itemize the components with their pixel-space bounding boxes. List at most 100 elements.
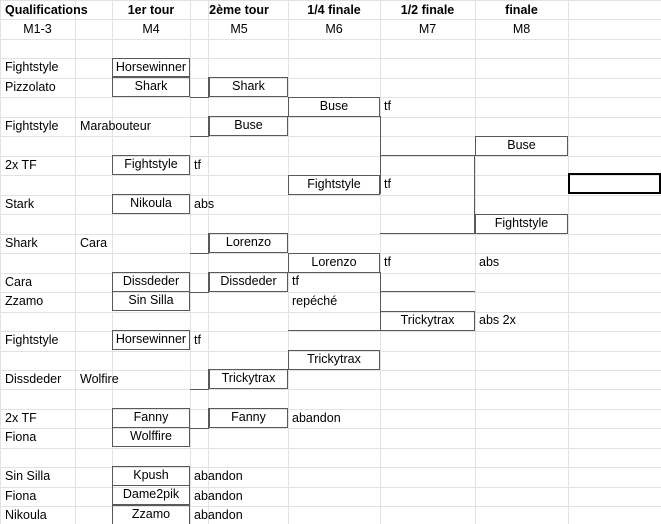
- qualification-entry-14[interactable]: Fiona: [5, 489, 37, 503]
- annotation-tf-5[interactable]: tf: [384, 255, 391, 269]
- qualification-entry-7[interactable]: Cara: [5, 275, 33, 289]
- grid-column-line: [475, 0, 476, 524]
- annotation-abandon-12[interactable]: abandon: [194, 469, 243, 483]
- grid-column-line: [75, 0, 76, 524]
- grid-row-line: [0, 156, 661, 157]
- grid-row-line: [0, 0, 661, 1]
- annotation-tf-7[interactable]: tf: [292, 274, 299, 288]
- final-competitor-1[interactable]: Buse: [475, 136, 568, 156]
- qualification-entry-5[interactable]: Stark: [5, 197, 35, 211]
- qualification-alt-entry-1[interactable]: Marabouteur: [80, 119, 151, 133]
- grid-row-line: [0, 312, 661, 313]
- grid-row-line: [0, 117, 661, 118]
- round-header-2[interactable]: 1er tour: [127, 3, 175, 17]
- qualification-entry-8[interactable]: Zzamo: [5, 294, 44, 308]
- quarter-competitor-4[interactable]: Trickytrax: [288, 350, 380, 370]
- semi-competitor-1[interactable]: Trickytrax: [380, 311, 475, 331]
- grid-column-line: [568, 0, 569, 524]
- qualification-entry-10[interactable]: Dissdeder: [5, 372, 62, 386]
- grid-row-line: [0, 136, 661, 137]
- qualification-entry-2[interactable]: Pizzolato: [5, 80, 56, 94]
- qualification-entry-3[interactable]: Fightstyle: [5, 119, 59, 133]
- connector-vertical-3: [208, 233, 210, 253]
- match-label-m5[interactable]: M5: [230, 22, 248, 36]
- round-header-1[interactable]: Qualifications: [5, 3, 88, 17]
- tour1-competitor-7[interactable]: Horsewinner: [112, 330, 190, 350]
- connector-vertical-14: [474, 155, 476, 233]
- tour2-competitor-3[interactable]: Lorenzo: [209, 233, 288, 253]
- annotation-tf-1[interactable]: tf: [384, 99, 391, 113]
- round-header-6[interactable]: finale: [505, 3, 538, 17]
- grid-row-line: [0, 234, 661, 235]
- qualification-entry-12[interactable]: Fiona: [5, 430, 37, 444]
- round-header-5[interactable]: 1/2 finale: [400, 3, 455, 17]
- quarter-competitor-2[interactable]: Fightstyle: [288, 175, 380, 195]
- qualification-entry-9[interactable]: Fightstyle: [5, 333, 59, 347]
- tour1-competitor-8[interactable]: Fanny: [112, 408, 190, 428]
- connector-horizontal-10: [288, 330, 380, 332]
- grid-column-line: [0, 0, 1, 524]
- tour1-competitor-4[interactable]: Nikoula: [112, 194, 190, 214]
- tour2-competitor-6[interactable]: Fanny: [209, 408, 288, 428]
- annotation-repéché-8[interactable]: repéché: [292, 294, 338, 308]
- match-label-m4[interactable]: M4: [142, 22, 160, 36]
- tour2-competitor-5[interactable]: Trickytrax: [209, 369, 288, 389]
- tour1-competitor-10[interactable]: Kpush: [112, 466, 190, 486]
- qualification-entry-13[interactable]: Sin Silla: [5, 469, 51, 483]
- match-label-m1-3[interactable]: M1-3: [23, 22, 52, 36]
- grid-row-line: [0, 351, 661, 352]
- connector-horizontal-14: [380, 291, 475, 293]
- match-label-m8[interactable]: M8: [512, 22, 531, 36]
- tour1-competitor-2[interactable]: Shark: [112, 77, 190, 97]
- tour1-competitor-9[interactable]: Wolffire: [112, 427, 190, 447]
- grid-column-line: [112, 0, 113, 524]
- grid-row-line: [0, 78, 661, 79]
- tour1-competitor-1[interactable]: Horsewinner: [112, 58, 190, 77]
- qualification-entry-11[interactable]: 2x TF: [5, 411, 37, 425]
- tour1-competitor-3[interactable]: Fightstyle: [112, 155, 190, 175]
- grid-row-line: [0, 273, 661, 274]
- annotation-abandon-11[interactable]: abandon: [292, 411, 341, 425]
- annotation-abs-6[interactable]: abs: [479, 255, 500, 269]
- qualification-alt-entry-2[interactable]: Cara: [80, 236, 108, 250]
- connector-vertical-12: [380, 116, 382, 194]
- connector-vertical-13: [380, 272, 382, 330]
- annotation-tf-10[interactable]: tf: [194, 333, 201, 347]
- quarter-competitor-3[interactable]: Lorenzo: [288, 253, 380, 273]
- annotation-tf-2[interactable]: tf: [194, 158, 201, 172]
- match-label-m7[interactable]: M7: [418, 22, 437, 36]
- grid-row-line: [0, 58, 661, 59]
- tour1-competitor-6[interactable]: Sin Silla: [112, 291, 190, 311]
- connector-vertical-5: [208, 369, 210, 389]
- connector-horizontal-3: [190, 253, 209, 255]
- qualification-entry-15[interactable]: Nikoula: [5, 508, 47, 522]
- tour2-competitor-1[interactable]: Shark: [209, 77, 288, 97]
- round-header-4[interactable]: 1/4 finale: [307, 3, 361, 17]
- quarter-competitor-1[interactable]: Buse: [288, 97, 380, 117]
- grid-row-line: [0, 292, 661, 293]
- grid-row-line: [0, 428, 661, 429]
- annotation-abandon-13[interactable]: abandon: [194, 489, 243, 503]
- annotation-abs-2x-9[interactable]: abs 2x: [479, 313, 516, 327]
- qualification-alt-entry-3[interactable]: Wolfire: [80, 372, 119, 386]
- annotation-tf-3[interactable]: tf: [384, 177, 391, 191]
- qualification-entry-6[interactable]: Shark: [5, 236, 38, 250]
- tour1-competitor-5[interactable]: Dissdeder: [112, 272, 190, 292]
- annotation-abandon-14[interactable]: abandon: [194, 508, 243, 522]
- match-label-m6[interactable]: M6: [325, 22, 343, 36]
- tour1-competitor-12[interactable]: Zzamo: [112, 505, 190, 524]
- round-header-3[interactable]: 2ème tour: [209, 3, 269, 17]
- grid-column-line: [190, 0, 191, 524]
- grid-row-line: [0, 214, 661, 215]
- qualification-entry-1[interactable]: Fightstyle: [5, 60, 59, 74]
- tour1-competitor-11[interactable]: Dame2pik: [112, 485, 190, 505]
- annotation-abs-4[interactable]: abs: [194, 197, 215, 211]
- active-cell[interactable]: [568, 173, 661, 194]
- tour2-competitor-2[interactable]: Buse: [209, 116, 288, 136]
- grid-row-line: [0, 389, 661, 390]
- tour2-competitor-4[interactable]: Dissdeder: [209, 272, 288, 292]
- final-competitor-2[interactable]: Fightstyle: [475, 214, 568, 234]
- qualification-entry-4[interactable]: 2x TF: [5, 158, 37, 172]
- connector-horizontal-2: [190, 136, 209, 138]
